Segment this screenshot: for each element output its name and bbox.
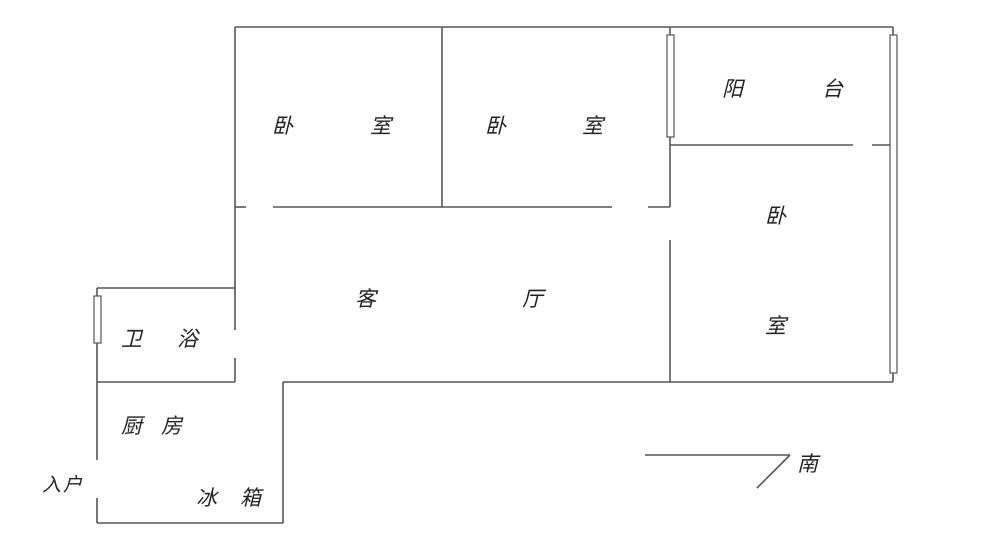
living-label-1: 客 [355, 287, 376, 311]
kitchen-label-1: 厨 [121, 414, 142, 438]
bedroom2-label-2: 室 [582, 114, 603, 138]
compass-south-label: 南 [797, 452, 818, 476]
bedroom1-label-2: 室 [370, 114, 391, 138]
balcony-label-2: 台 [822, 77, 843, 101]
window [666, 34, 675, 138]
fridge-label-2: 箱 [240, 486, 261, 510]
balcony-label-1: 阳 [722, 77, 743, 101]
compass-arrow-icon [645, 454, 791, 489]
entrance-label: 入户 [42, 474, 85, 496]
living-label-2: 厅 [522, 287, 543, 311]
fridge-label-1: 冰 [196, 486, 217, 510]
walls [96, 26, 894, 524]
bathroom-label-1: 卫 [121, 327, 142, 351]
window [889, 34, 898, 374]
window [93, 295, 102, 344]
bedroom2-label-1: 卧 [485, 114, 506, 138]
bedroom1-label-1: 卧 [272, 114, 293, 138]
kitchen-label-2: 房 [161, 414, 182, 438]
bathroom-label-2: 浴 [177, 327, 198, 351]
bedroom3-label-1: 卧 [765, 204, 786, 228]
bedroom3-label-2: 室 [765, 314, 786, 338]
